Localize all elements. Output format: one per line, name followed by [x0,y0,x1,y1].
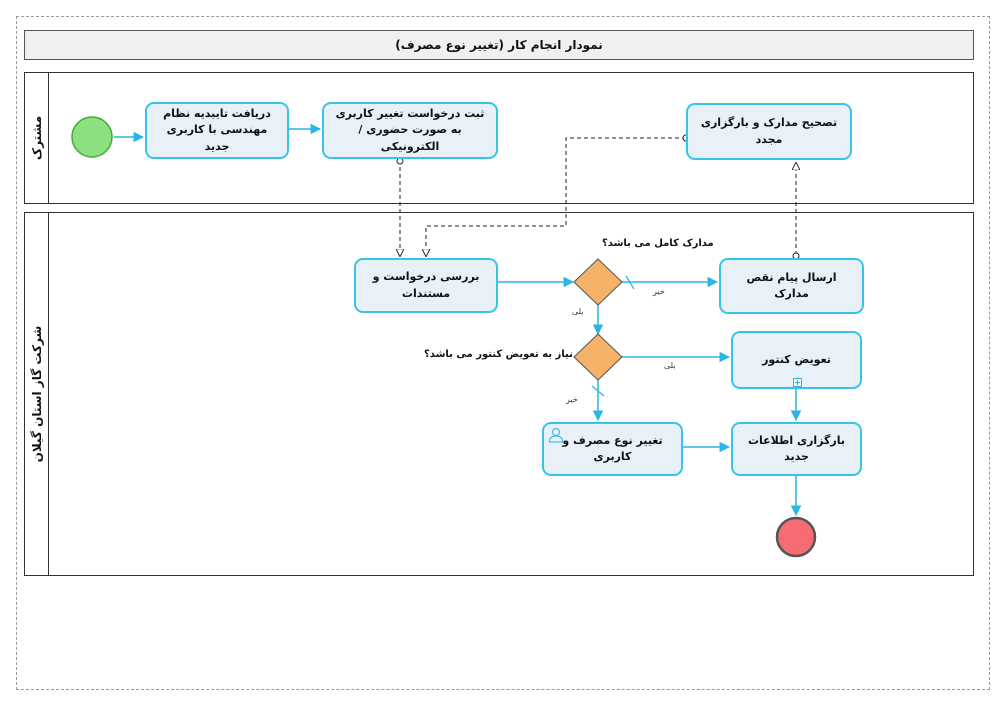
diagram-title: نمودار انجام کار (تغییر نوع مصرف) [24,30,974,60]
flow-label-no-1: خیر [653,287,665,296]
gateway-label-docs-complete: مدارک کامل می باشد؟ [602,238,714,249]
page-border [16,16,990,690]
task-change-usage: تغییر نوع مصرف و کاربری [542,422,683,476]
task-correct-documents: تصحیح مدارک و بارگزاری مجدد [686,103,852,160]
task-send-deficiency: ارسال پیام نقص مدارک [719,258,864,314]
gateway-label-meter-needed: نیاز به تعویض کنتور می باشد؟ [424,349,573,360]
task-replace-meter: تعویض کنتور [731,331,862,389]
flow-label-yes-2: بلی [664,361,676,370]
task-label-replace-meter: تعویض کنتور [762,352,831,366]
plus-box-icon [793,376,802,387]
task-label-send-deficiency: ارسال پیام نقص مدارک [746,270,837,301]
task-label-change-usage: تغییر نوع مصرف و کاربری [562,433,663,464]
end-event [775,516,817,558]
user-icon [548,427,564,443]
lane-header-customer: مشترک [25,73,49,203]
flow-label-no-2: خیر [566,395,578,404]
task-upload-info: بارگزاری اطلاعات جدید [731,422,862,476]
message-correct-to-review [426,137,686,256]
task-label-correct-documents: تصحیح مدارک و بارگزاری مجدد [700,116,838,146]
task-review-request: بررسی درخواست و مستندات [354,258,498,313]
start-event [71,116,113,158]
task-label-upload-info: بارگزاری اطلاعات جدید [747,433,846,464]
task-label-register-request: ثبت درخواست تغییر کاربری به صورت حضوری /… [335,106,485,153]
lane-header-company: شرکت گاز استان گیلان [25,213,49,575]
flow-label-yes-1: بلی [572,307,584,316]
default-flow-markers [591,275,635,397]
gateway-meter-needed [573,333,623,381]
task-label-review-request: بررسی درخواست و مستندات [372,270,480,300]
task-receive-approval: دریافت تاییدیه نظام مهندسی با کاربری جدی… [145,102,289,159]
task-label-receive-approval: دریافت تاییدیه نظام مهندسی با کاربری جدی… [163,106,271,153]
task-register-request: ثبت درخواست تغییر کاربری به صورت حضوری /… [322,102,498,159]
gateway-docs-complete [573,258,623,306]
